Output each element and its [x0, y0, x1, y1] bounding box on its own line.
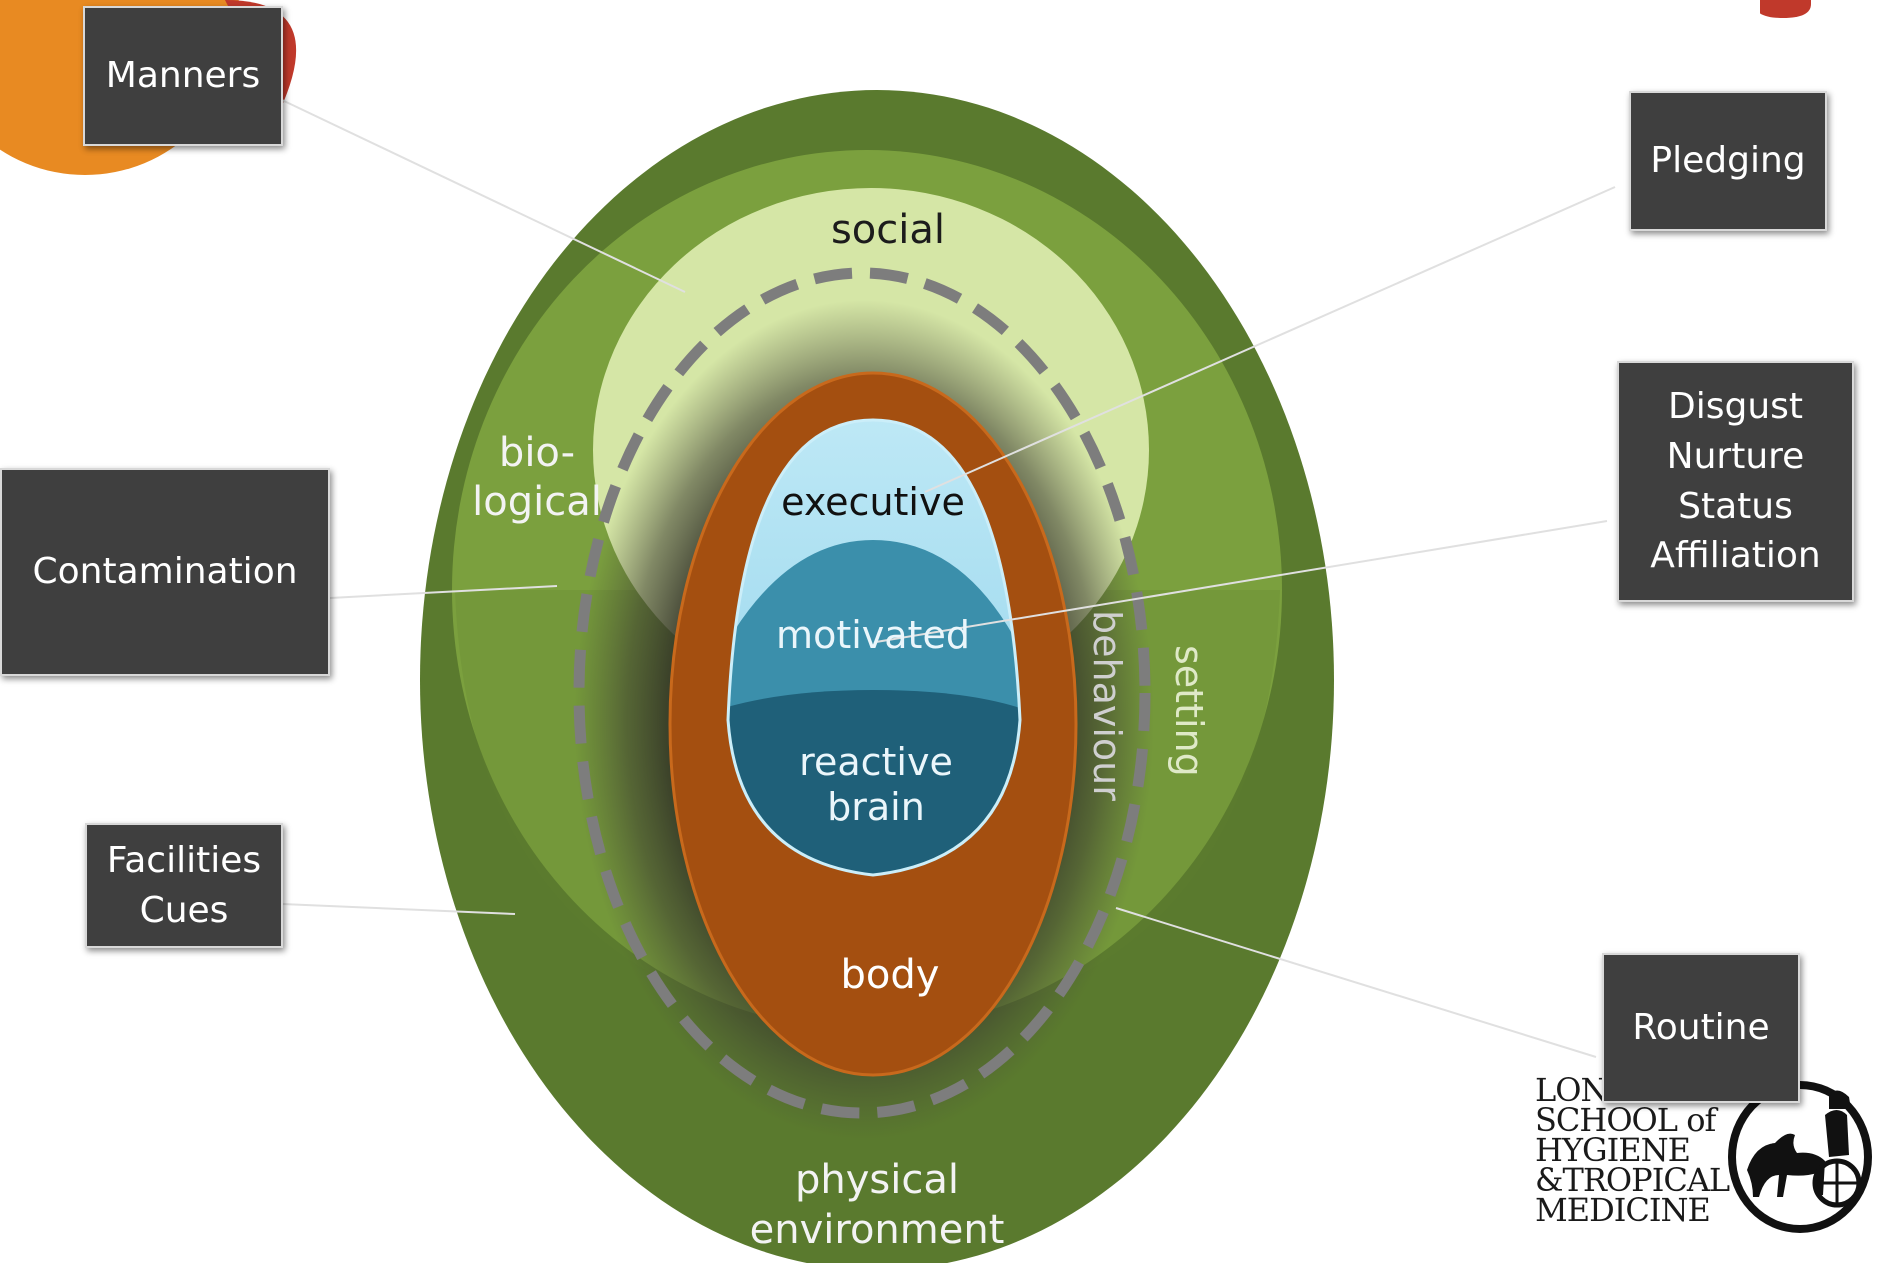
physical-label-2: environment — [750, 1207, 1005, 1253]
manners-callout: Manners — [83, 6, 283, 146]
horse-chariot-seal-icon — [1728, 1081, 1872, 1233]
facilities-callout: Facilities Cues — [85, 823, 283, 948]
lshtm-logo: LONDON SCHOOL of HYGIENE &TROPICAL MEDIC… — [1530, 1074, 1880, 1235]
executive-label: executive — [781, 480, 965, 524]
facilities-connector — [281, 903, 516, 915]
manners-label: Manners — [105, 55, 261, 97]
setting-label: setting — [1167, 645, 1211, 777]
motivated-label: motivated — [776, 613, 970, 657]
biological-label-2: logical — [472, 479, 602, 525]
connector-lines — [281, 99, 1616, 1058]
facilities-label: Facilities — [106, 839, 262, 881]
logo-line-4: &TROPICAL — [1535, 1161, 1730, 1199]
pledging-connector — [924, 186, 1616, 493]
logo-line-3: HYGIENE — [1535, 1131, 1691, 1169]
body-label: body — [841, 952, 940, 998]
logo-line-5: MEDICINE — [1535, 1191, 1711, 1229]
brand-corner-mark — [1760, 0, 1811, 18]
reactive-label-2: brain — [827, 785, 925, 829]
contamination-label: Contamination — [32, 551, 298, 593]
logo-line-2: SCHOOL of — [1535, 1101, 1716, 1139]
emotions-connector — [875, 520, 1608, 643]
behaviour-boundary-dashed — [573, 267, 1151, 1119]
routine-connector — [1115, 907, 1597, 1058]
emotion-affiliation: Affiliation — [1650, 535, 1821, 577]
routine-label: Routine — [1632, 1007, 1770, 1049]
cues-label: Cues — [139, 889, 229, 931]
contamination-connector — [329, 585, 558, 599]
pledging-label: Pledging — [1650, 140, 1806, 182]
social-label: social — [831, 207, 945, 253]
reactive-label-1: reactive — [799, 740, 953, 784]
routine-callout: Routine — [1602, 953, 1800, 1103]
manners-connector — [281, 99, 686, 293]
pledging-callout: Pledging — [1629, 91, 1827, 231]
biological-label-1: bio- — [499, 430, 575, 476]
emotion-disgust: Disgust — [1667, 386, 1804, 428]
contamination-callout: Contamination — [0, 468, 330, 676]
emotion-nurture: Nurture — [1666, 435, 1805, 477]
physical-label-1: physical — [795, 1157, 959, 1203]
emotion-status: Status — [1678, 485, 1793, 527]
behaviour-label: behaviour — [1085, 610, 1129, 801]
emotions-callout: Disgust Nurture Status Affiliation — [1617, 361, 1854, 602]
